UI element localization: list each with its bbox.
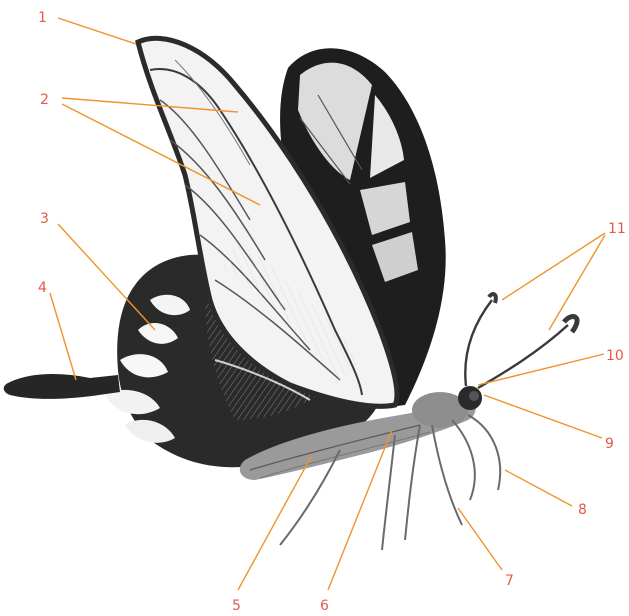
callout-3: 3 [40,211,49,227]
leader-line-1 [58,18,136,44]
callout-2: 2 [40,92,49,108]
leader-line-11a [502,233,605,300]
butterfly-illustration [4,38,577,550]
leader-line-3 [58,224,155,330]
callout-8: 8 [578,502,587,518]
callout-7: 7 [505,573,514,589]
leader-line-7 [458,508,502,570]
callout-6: 6 [320,598,329,614]
callout-4: 4 [38,280,47,296]
callout-10: 10 [606,348,624,364]
leader-line-4 [50,293,76,380]
leader-line-9 [484,395,602,438]
callout-11: 11 [608,221,626,237]
callout-1: 1 [38,10,47,26]
callout-5: 5 [232,598,241,614]
leader-line-8 [505,470,572,506]
callout-9: 9 [605,436,614,452]
leader-line-10 [478,354,604,385]
